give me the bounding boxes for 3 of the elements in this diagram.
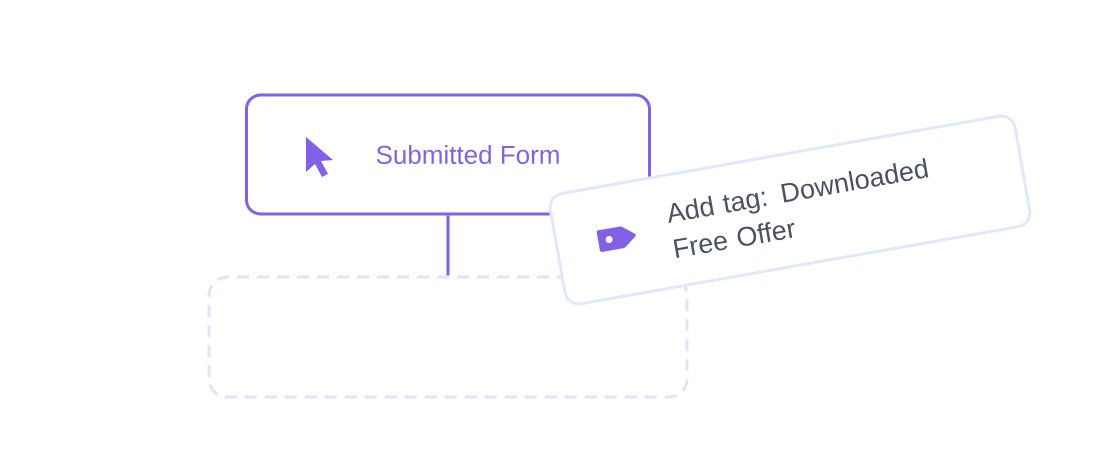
placeholder-box xyxy=(207,275,689,399)
trigger-box: Submitted Form xyxy=(245,93,651,216)
connector-line xyxy=(446,215,450,276)
